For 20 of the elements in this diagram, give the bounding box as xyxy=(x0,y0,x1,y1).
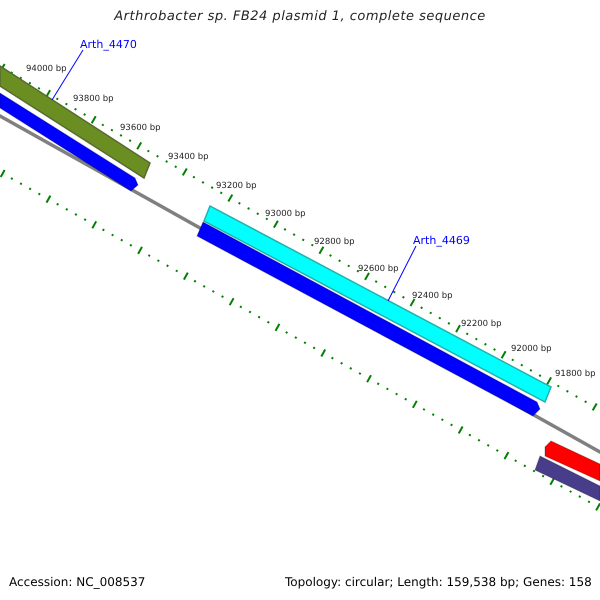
scale-label: 93000 bp xyxy=(265,209,306,219)
footer-note: Accession: NC_008537 xyxy=(9,575,146,589)
scale-label: 93600 bp xyxy=(120,123,161,133)
gene-label: Arth_4470 xyxy=(80,38,137,51)
scale-label: 93400 bp xyxy=(168,152,209,162)
gene-label: Arth_4469 xyxy=(413,234,470,247)
leader-line xyxy=(52,50,84,100)
gene-bar xyxy=(203,204,552,404)
scale-label: 93200 bp xyxy=(216,181,257,191)
scale-label: 92200 bp xyxy=(461,319,502,329)
footer-note: Topology: circular; Length: 159,538 bp; Genes: 158 xyxy=(285,575,592,589)
diagram-title: Arthrobacter sp. FB24 plasmid 1, complete sequence xyxy=(112,9,487,24)
scale-label: 92600 bp xyxy=(358,264,399,274)
scale-label: 92800 bp xyxy=(314,237,355,247)
scale-label: 92400 bp xyxy=(412,291,453,301)
gene-bar xyxy=(0,64,151,180)
scale-label: 94000 bp xyxy=(26,64,67,74)
leader-line xyxy=(388,246,416,302)
scale-label: 92000 bp xyxy=(511,344,552,354)
scale-label: 93800 bp xyxy=(73,94,114,104)
